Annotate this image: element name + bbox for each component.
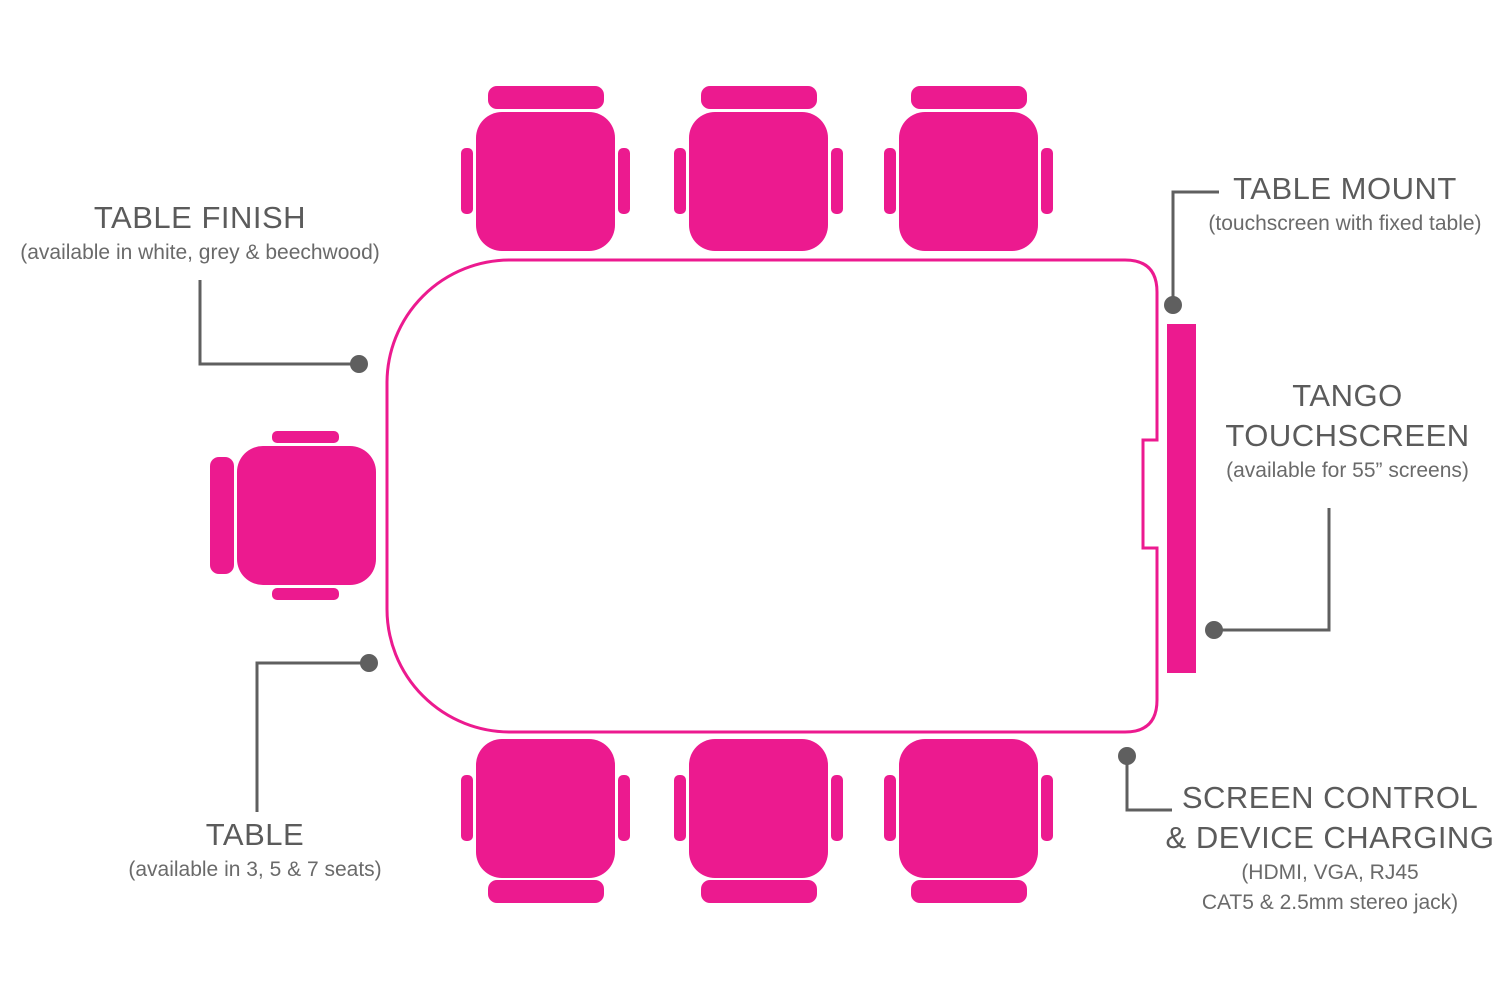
touchscreen-title-line2: TOUCHSCREEN: [1225, 418, 1470, 453]
screen-control-dot: [1118, 747, 1136, 765]
table-finish-leader: [198, 280, 359, 366]
table-leader: [255, 661, 369, 812]
screen-control-label: SCREEN CONTROL & DEVICE CHARGING (HDMI, …: [1160, 778, 1500, 918]
table-mount-subtitle: (touchscreen with fixed table): [1208, 212, 1482, 235]
touchscreen-title-line1: TANGO: [1292, 378, 1403, 413]
table-label: TABLE (available in 3, 5 & 7 seats): [105, 815, 405, 885]
chair-bottom-2: [674, 739, 843, 903]
screen-control-title-line1: SCREEN CONTROL: [1181, 780, 1479, 815]
touchscreen-dot: [1205, 621, 1223, 639]
screen-control-leader: [1125, 756, 1172, 812]
table-mount-leader: [1171, 190, 1219, 305]
touchscreen-leader: [1214, 508, 1331, 632]
table-finish-label: TABLE FINISH (available in white, grey &…: [0, 198, 400, 268]
screen-control-subtitle-line2: CAT5 & 2.5mm stereo jack): [1201, 891, 1459, 914]
table-mount-label: TABLE MOUNT (touchscreen with fixed tabl…: [1185, 169, 1500, 239]
screen-control-title-line2: & DEVICE CHARGING: [1165, 820, 1495, 855]
table-finish-subtitle: (available in white, grey & beechwood): [20, 241, 380, 264]
table-mount-dot: [1164, 296, 1182, 314]
touchscreen-subtitle: (available for 55” screens): [1226, 459, 1469, 482]
chair-top-1: [461, 86, 630, 251]
table-outline: [385, 258, 1159, 734]
touchscreen-panel: [1167, 324, 1196, 673]
touchscreen-label: TANGO TOUCHSCREEN (available for 55” scr…: [1195, 376, 1500, 486]
chair-top-3: [884, 86, 1053, 251]
chair-bottom-1: [461, 739, 630, 903]
table-title: TABLE: [205, 817, 305, 852]
chair-top-2: [674, 86, 843, 251]
chair-left: [210, 431, 376, 600]
table-mount-title: TABLE MOUNT: [1233, 171, 1457, 206]
table-finish-title: TABLE FINISH: [93, 200, 307, 235]
chair-bottom-3: [884, 739, 1053, 903]
table-finish-dot: [350, 355, 368, 373]
table-dot: [360, 654, 378, 672]
screen-control-subtitle-line1: (HDMI, VGA, RJ45: [1241, 861, 1419, 884]
table-subtitle: (available in 3, 5 & 7 seats): [128, 858, 382, 881]
